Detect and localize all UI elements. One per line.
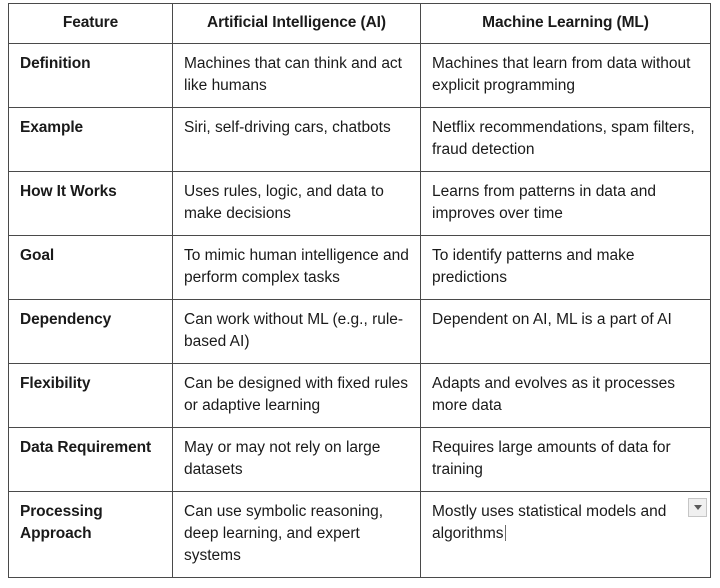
cell-ml-text: Mostly uses statistical models and algor… [432,503,667,542]
table-row: Example Siri, self-driving cars, chatbot… [8,107,711,172]
cell-ml: Netflix recommendations, spam filters, f… [420,107,711,172]
column-header-feature: Feature [8,3,173,44]
cell-feature: Data Requirement [8,427,173,492]
cell-feature: Definition [8,43,173,108]
scroll-down-button[interactable] [688,498,707,517]
cell-feature: Processing Approach [8,491,173,578]
cell-ml: Learns from patterns in data and improve… [420,171,711,236]
table-row: Data Requirement May or may not rely on … [8,427,711,492]
comparison-table-container: Feature Artificial Intelligence (AI) Mac… [8,3,711,578]
table-row: Goal To mimic human intelligence and per… [8,235,711,300]
cell-ai: To mimic human intelligence and perform … [172,235,421,300]
cell-ai: Uses rules, logic, and data to make deci… [172,171,421,236]
cell-ml: Machines that learn from data without ex… [420,43,711,108]
ai-vs-ml-comparison-table: Feature Artificial Intelligence (AI) Mac… [8,3,711,578]
cell-ai: Siri, self-driving cars, chatbots [172,107,421,172]
cell-ai: Can be designed with fixed rules or adap… [172,363,421,428]
column-header-machine-learning: Machine Learning (ML) [420,3,711,44]
cell-ml: To identify patterns and make prediction… [420,235,711,300]
table-row: Dependency Can work without ML (e.g., ru… [8,299,711,364]
table-header: Feature Artificial Intelligence (AI) Mac… [8,3,711,44]
cell-ml: Adapts and evolves as it processes more … [420,363,711,428]
cell-feature: Example [8,107,173,172]
table-row: How It Works Uses rules, logic, and data… [8,171,711,236]
cell-feature: Dependency [8,299,173,364]
cell-feature: Flexibility [8,363,173,428]
cell-ml: Dependent on AI, ML is a part of AI [420,299,711,364]
chevron-down-icon [693,505,702,510]
text-caret [504,525,506,541]
table-row: Flexibility Can be designed with fixed r… [8,363,711,428]
table-row: Processing Approach Can use symbolic rea… [8,491,711,578]
cell-ai: Can use symbolic reasoning, deep learnin… [172,491,421,578]
cell-ml-editing[interactable]: Mostly uses statistical models and algor… [420,491,711,578]
table-row: Definition Machines that can think and a… [8,43,711,108]
cell-ai: Machines that can think and act like hum… [172,43,421,108]
cell-feature: Goal [8,235,173,300]
table-body: Definition Machines that can think and a… [8,43,711,578]
column-header-artificial-intelligence: Artificial Intelligence (AI) [172,3,421,44]
table-header-row: Feature Artificial Intelligence (AI) Mac… [8,3,711,44]
cell-ml: Requires large amounts of data for train… [420,427,711,492]
cell-ai: May or may not rely on large datasets [172,427,421,492]
cell-feature: How It Works [8,171,173,236]
cell-ai: Can work without ML (e.g., rule-based AI… [172,299,421,364]
